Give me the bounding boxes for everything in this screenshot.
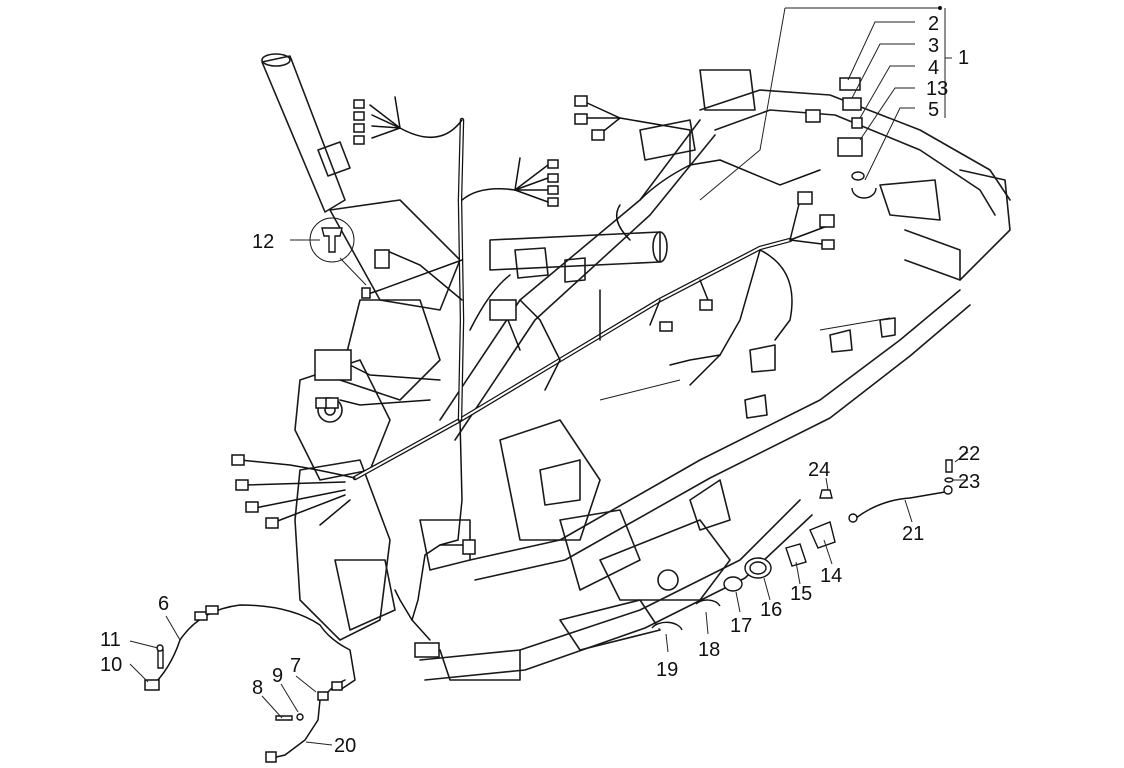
- ground-cable-20: [265, 679, 346, 763]
- scooter-frame: [261, 53, 1011, 681]
- callout-18: 18: [698, 639, 720, 661]
- callout-3: 3: [928, 35, 939, 57]
- callout-2: 2: [928, 13, 939, 35]
- callout-8: 8: [252, 677, 263, 699]
- callout-11: 11: [100, 629, 121, 651]
- callout-23: 23: [958, 471, 980, 493]
- callout-24: 24: [808, 459, 830, 481]
- harness-connectors: [231, 95, 835, 658]
- callout-6: 6: [158, 593, 169, 615]
- battery-cable-6: [144, 604, 356, 691]
- callout-12: 12: [252, 231, 274, 253]
- callout-4: 4: [928, 57, 939, 79]
- clamp-parts: [651, 521, 836, 631]
- callout-22: 22: [958, 443, 980, 465]
- callout-19: 19: [656, 659, 678, 681]
- callout-17: 17: [730, 615, 752, 637]
- callout-9: 9: [272, 665, 283, 687]
- main-wiring-harness: [239, 96, 831, 641]
- callout-14: 14: [820, 565, 842, 587]
- callout-1: 1: [958, 47, 969, 69]
- callout-13: 13: [926, 78, 948, 100]
- earth-lead-21: [819, 459, 954, 523]
- leader-lines: [129, 6, 969, 746]
- relay-parts: [837, 77, 877, 199]
- callout-10: 10: [100, 654, 122, 676]
- callout-21: 21: [902, 523, 924, 545]
- callout-16: 16: [760, 599, 782, 621]
- callout-15: 15: [790, 583, 812, 605]
- callout-7: 7: [290, 655, 301, 677]
- push-clip-part: [309, 217, 355, 263]
- callout-5: 5: [928, 99, 939, 121]
- callout-20: 20: [334, 735, 356, 757]
- callout-numbers: 1 2 3 4 5 6 7 8 9 10 11 12 13 14 15 16 1…: [100, 13, 980, 757]
